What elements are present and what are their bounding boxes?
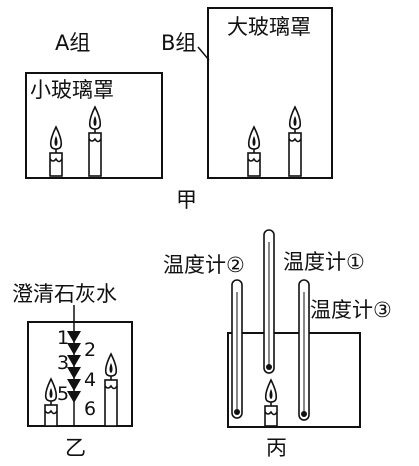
tall-candle-yi <box>104 352 118 427</box>
thermometer-2 <box>231 279 243 419</box>
panel-caption-jia: 甲 <box>176 188 197 212</box>
beaker <box>227 332 361 428</box>
short-candle-b <box>247 125 261 177</box>
group-b-name: B组 <box>161 31 197 55</box>
short-candle-yi <box>44 377 58 427</box>
beaker-candle <box>264 378 278 427</box>
thermometer-3-label: 温度计③ <box>310 298 392 322</box>
drop-1 <box>67 331 81 343</box>
drop-number-1: 1 <box>57 327 70 349</box>
thermometer-1-label: 温度计① <box>283 250 365 274</box>
drop-6 <box>67 391 81 403</box>
limewater-label: 澄清石灰水 <box>12 282 117 306</box>
large-glass-cover <box>207 7 333 179</box>
panel-caption-bing: 丙 <box>266 436 287 460</box>
thermometer-2-label: 温度计② <box>163 253 245 277</box>
tall-candle-a <box>88 105 102 177</box>
group-a-name: A组 <box>55 31 91 55</box>
yi-glass-cover <box>27 321 133 427</box>
panel-caption-yi: 乙 <box>65 436 86 460</box>
short-candle-a <box>49 125 63 177</box>
drop-number-2: 2 <box>84 339 97 361</box>
small-glass-cover <box>25 72 163 179</box>
thermometer-3 <box>298 279 310 421</box>
drop-number-5: 5 <box>57 383 70 405</box>
tall-candle-b <box>288 105 302 177</box>
thermometer-1 <box>263 229 275 374</box>
large-cover-label: 大玻璃罩 <box>227 15 311 39</box>
drop-2 <box>67 343 81 355</box>
limewater-drops <box>67 331 81 403</box>
drop-4 <box>67 367 81 379</box>
small-cover-label: 小玻璃罩 <box>30 78 114 102</box>
drop-5 <box>67 379 81 391</box>
drop-number-3: 3 <box>57 352 70 374</box>
group-b-pointer <box>197 46 210 61</box>
drop-number-4: 4 <box>84 369 97 391</box>
drop-3 <box>67 355 81 367</box>
drop-number-6: 6 <box>84 398 97 420</box>
